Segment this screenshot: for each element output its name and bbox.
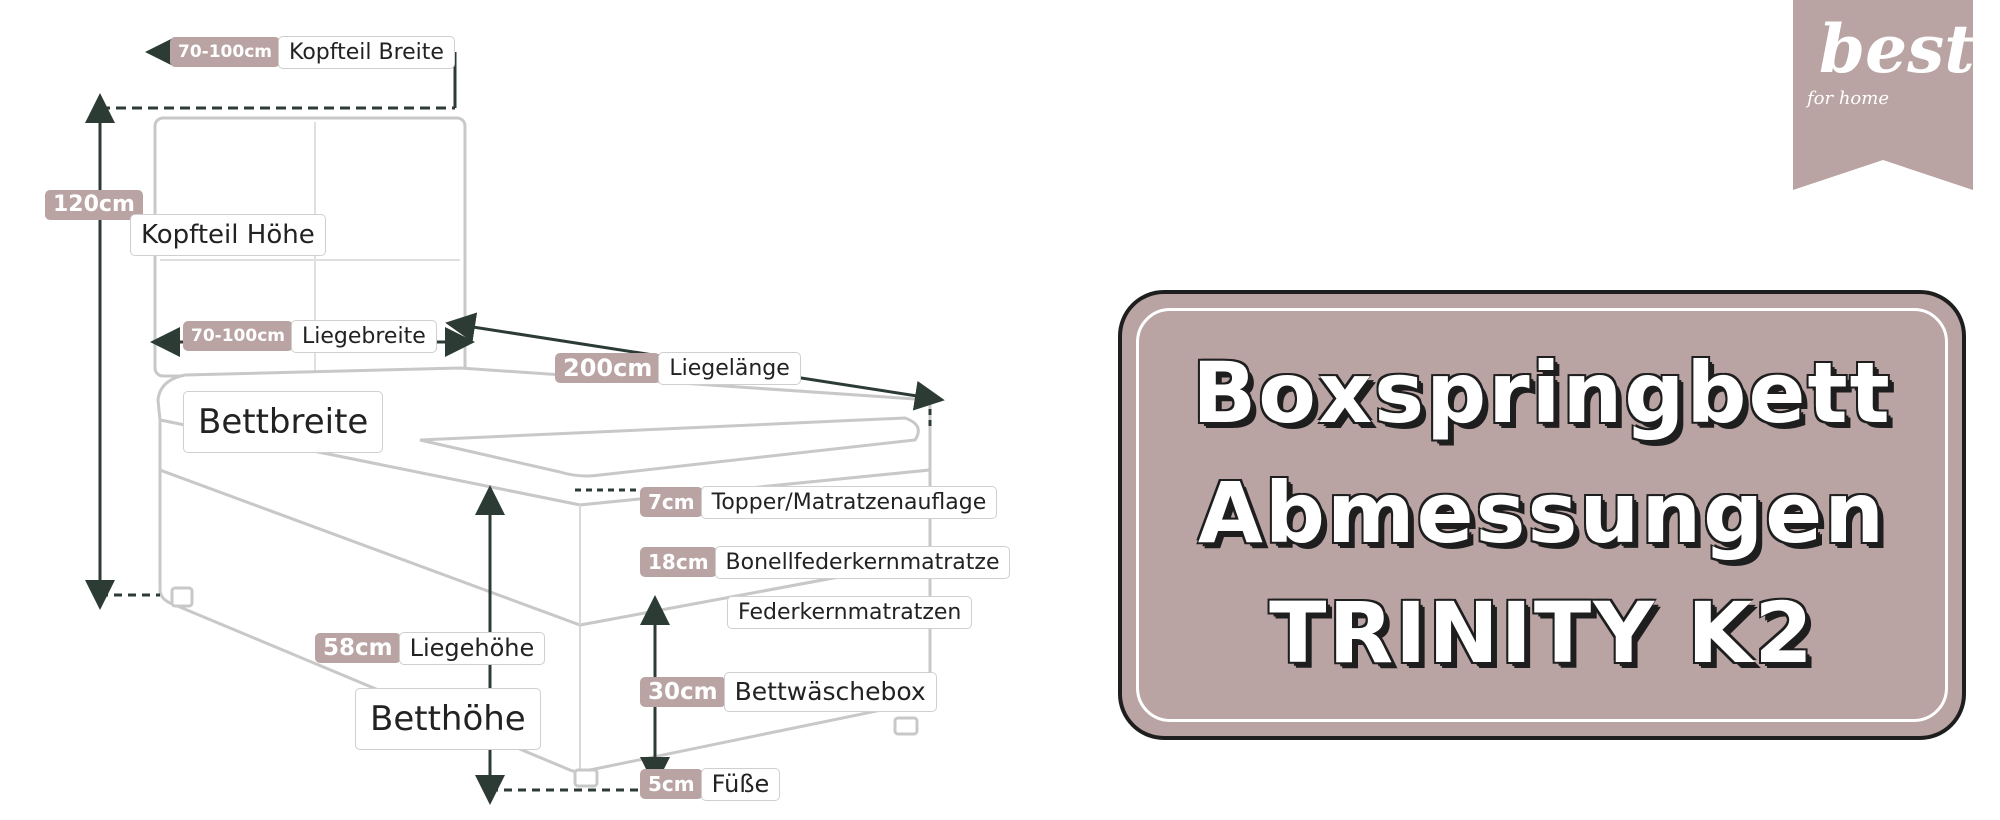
label-liegebreite: 70-100cm Liegebreite xyxy=(183,319,437,353)
title-line-3: TRINITY K2 xyxy=(1269,584,1815,682)
matratze-text: Bonellfederkernmatratze xyxy=(714,545,1011,579)
liegehoehe-text: Liegehöhe xyxy=(398,631,546,665)
logo-subtext: for home xyxy=(1807,88,1889,109)
matratze-value: 18cm xyxy=(640,547,717,577)
label-topper: 7cm Topper/Matratzenauflage xyxy=(640,485,998,519)
label-kopfteil-breite: 70-100cm Kopfteil Breite xyxy=(170,35,455,69)
label-betthoehe: Betthöhe xyxy=(355,688,541,750)
liegebreite-text: Liegebreite xyxy=(291,319,437,353)
fuesse-value: 5cm xyxy=(640,769,703,799)
title-line-1: Boxspringbett xyxy=(1192,344,1892,442)
label-matratze: 18cm Bonellfederkernmatratze xyxy=(640,545,1011,579)
federkern-text: Federkernmatratzen xyxy=(727,595,973,629)
topper-value: 7cm xyxy=(640,487,703,517)
bettwaeschebox-text: Bettwäschebox xyxy=(723,672,937,712)
title-line-2: Abmessungen xyxy=(1197,464,1887,562)
logo-text: best xyxy=(1819,10,1975,88)
label-liegehoehe: 58cm Liegehöhe xyxy=(315,631,546,665)
label-bettbreite: Bettbreite xyxy=(183,380,384,464)
label-fuesse: 5cm Füße xyxy=(640,767,781,801)
bettwaeschebox-value: 30cm xyxy=(640,677,726,707)
label-bettwaeschebox: 30cm Bettwäschebox xyxy=(640,672,937,712)
bettbreite-text: Bettbreite xyxy=(183,391,384,453)
liegelaenge-text: Liegelänge xyxy=(658,351,801,385)
kopfteil-breite-value: 70-100cm xyxy=(170,37,280,67)
liegebreite-value: 70-100cm xyxy=(183,321,293,351)
bed-feet xyxy=(170,586,919,788)
label-liegelaenge: 200cm Liegelänge xyxy=(555,351,801,385)
liegehoehe-value: 58cm xyxy=(315,633,401,663)
label-kopfteil-hoehe: 120cm Kopfteil Höhe xyxy=(45,190,326,256)
topper xyxy=(419,416,920,478)
logo-badge-shape xyxy=(1793,0,1973,190)
title-banner-inner-border xyxy=(1136,308,1948,722)
kopfteil-hoehe-value: 120cm xyxy=(45,190,143,220)
label-federkern: Federkernmatratzen xyxy=(727,595,973,629)
betthoehe-text: Betthöhe xyxy=(355,688,541,750)
topper-text: Topper/Matratzenauflage xyxy=(700,485,998,519)
kopfteil-hoehe-text: Kopfteil Höhe xyxy=(130,214,326,256)
kopfteil-breite-text: Kopfteil Breite xyxy=(278,35,455,69)
brand-logo: best for home xyxy=(1793,0,1975,190)
fuesse-text: Füße xyxy=(700,767,781,801)
liegelaenge-value: 200cm xyxy=(555,353,661,383)
title-banner: Boxspringbett Abmessungen TRINITY K2 xyxy=(1118,290,1966,740)
